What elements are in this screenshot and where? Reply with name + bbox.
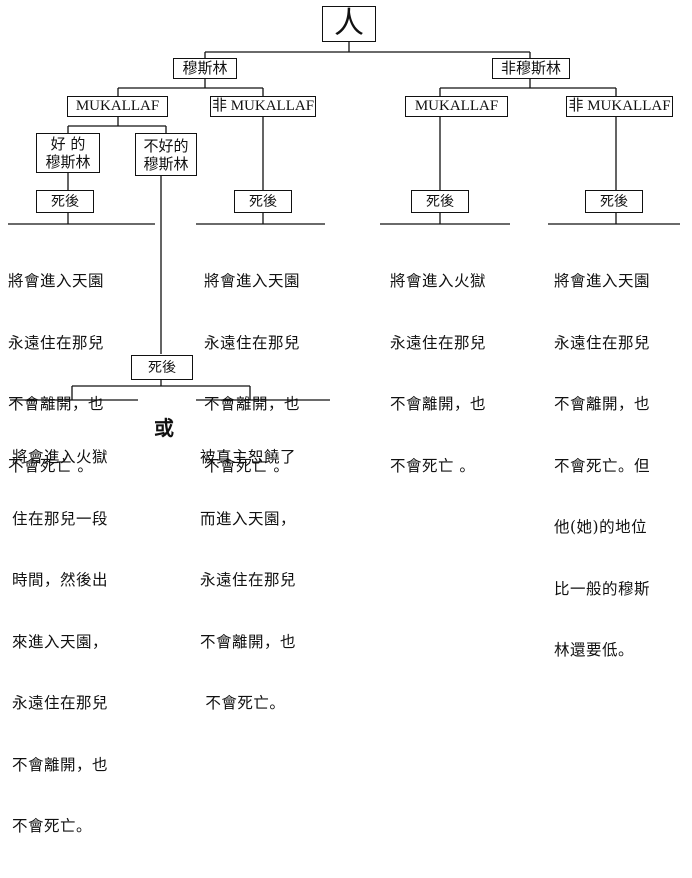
or-label: 或: [154, 416, 174, 440]
right-mukallaf-box: MUKALLAF: [405, 96, 508, 117]
good-after-death-box: 死後: [36, 190, 94, 213]
bad-muslim-box: 不好的 穆斯林: [135, 133, 197, 176]
root-person-box: 人: [322, 6, 376, 42]
right-muk-after-death-box: 死後: [411, 190, 469, 213]
good-muslim-box: 好 的 穆斯林: [36, 133, 100, 173]
connector-lines: [8, 42, 680, 401]
left-non-mukallaf-box: 非 MUKALLAF: [210, 96, 316, 117]
left-nonmuk-outcome-text: 將會進入天園 永遠住在那兒 不會離開，也 不會死亡 。: [204, 272, 301, 475]
bad-muslim-line1: 不好的: [143, 136, 189, 155]
good-muslim-line1: 好 的: [50, 135, 86, 153]
muslim-box: 穆斯林: [173, 58, 237, 79]
non-muslim-box: 非穆斯林: [492, 58, 570, 79]
fire-then-paradise-text: 將會進入火獄 住在那兒一段 時間，然後出 來進入天園， 永遠住在那兒 不會離開，…: [12, 448, 109, 835]
left-nonmuk-after-death-box: 死後: [234, 190, 292, 213]
diagram-canvas: 人 穆斯林 非穆斯林 MUKALLAF 非 MUKALLAF MUKALLAF …: [8, 6, 680, 835]
bad-after-death-box: 死後: [131, 355, 193, 380]
right-nonmuk-outcome-text: 將會進入天園 永遠住在那兒 不會離開，也 不會死亡。但 他(她)的地位 比一般的…: [554, 272, 651, 659]
right-muk-outcome-text: 將會進入火獄 永遠住在那兒 不會離開，也 不會死亡 。: [390, 272, 487, 475]
forgiven-paradise-text: 被真主恕饒了 而進入天園， 永遠住在那兒 不會離開，也 不會死亡。: [200, 448, 297, 712]
good-outcome-text: 將會進入天園 永遠住在那兒 不會離開，也 不會死亡 。: [8, 272, 105, 475]
right-nonmuk-after-death-box: 死後: [585, 190, 643, 213]
right-non-mukallaf-box: 非 MUKALLAF: [566, 96, 673, 117]
bad-muslim-line2: 穆斯林: [143, 154, 189, 173]
good-muslim-line2: 穆斯林: [45, 153, 91, 171]
left-mukallaf-box: MUKALLAF: [67, 96, 168, 117]
